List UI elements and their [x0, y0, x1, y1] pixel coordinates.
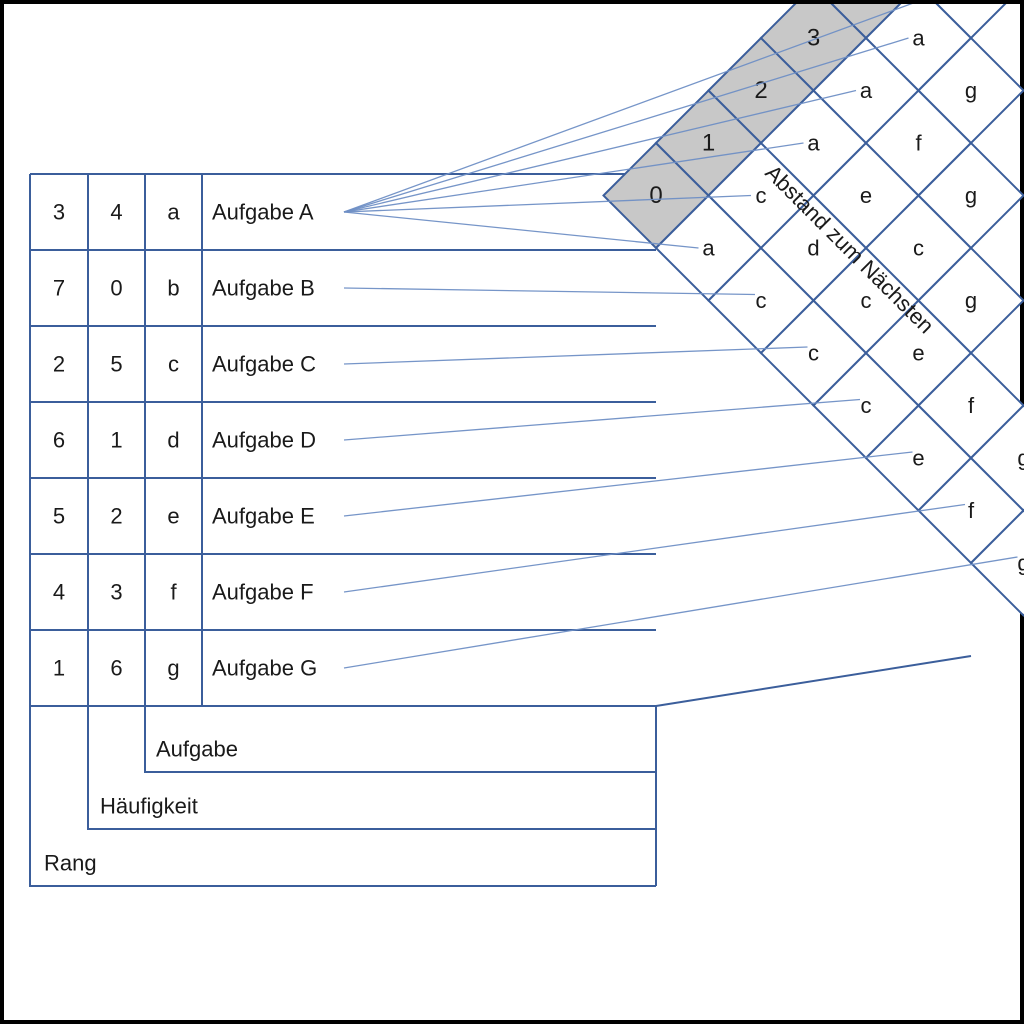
distance-grid-letter: c — [913, 236, 924, 261]
distance-grid-letter: d — [807, 236, 819, 261]
connector-line — [344, 452, 913, 516]
table-chamfer — [656, 656, 971, 706]
footer-label-haeufigkeit: Häufigkeit — [100, 794, 198, 819]
distance-grid-letter: c — [756, 183, 767, 208]
distance-grid-letter: f — [968, 393, 975, 418]
haeufigkeit-cell: 1 — [110, 428, 122, 453]
haeufigkeit-cell: 5 — [110, 352, 122, 377]
distance-grid-letter: g — [1017, 551, 1024, 576]
connector-line — [344, 400, 860, 441]
task-label: Aufgabe D — [212, 428, 316, 453]
task-label: Aufgabe F — [212, 580, 314, 605]
distance-grid-letter: g — [1017, 446, 1024, 471]
connector-line — [344, 347, 808, 364]
letter-cell: f — [170, 580, 177, 605]
task-label: Aufgabe E — [212, 504, 315, 529]
rang-cell: 4 — [53, 580, 65, 605]
haeufigkeit-cell: 6 — [110, 656, 122, 681]
letter-cell: a — [167, 200, 180, 225]
rang-cell: 6 — [53, 428, 65, 453]
table-outline — [30, 174, 709, 706]
rang-cell: 2 — [53, 352, 65, 377]
distance-grid-letter: e — [860, 183, 872, 208]
distance-grid-letter: a — [860, 78, 873, 103]
connector-line — [344, 288, 755, 295]
distance-grid-letter: c — [756, 288, 767, 313]
distance-grid-letter: a — [807, 131, 820, 156]
haeufigkeit-cell: 3 — [110, 580, 122, 605]
rang-cell: 1 — [53, 656, 65, 681]
distance-grid-letter: g — [965, 183, 977, 208]
distance-grid-letter: c — [861, 393, 872, 418]
distance-grid-letter: f — [968, 498, 975, 523]
distance-grid-letter: e — [912, 341, 924, 366]
distance-header-label: 2 — [754, 77, 767, 104]
letter-cell: e — [167, 504, 179, 529]
letter-cell: d — [167, 428, 179, 453]
task-label: Aufgabe A — [212, 200, 314, 225]
task-label: Aufgabe C — [212, 352, 316, 377]
distance-grid-letter: a — [912, 26, 925, 51]
haeufigkeit-cell: 4 — [110, 200, 122, 225]
distance-grid-letter: c — [861, 288, 872, 313]
distance-grid-letter: g — [965, 288, 977, 313]
task-label: Aufgabe B — [212, 276, 315, 301]
connector-line — [344, 505, 965, 593]
distance-grid: 012345acccefgcdcefgaecgafgagg — [604, 4, 1024, 616]
rang-cell: 3 — [53, 200, 65, 225]
haeufigkeit-cell: 0 — [110, 276, 122, 301]
distance-grid-letter: g — [965, 78, 977, 103]
distance-grid-letter: c — [808, 341, 819, 366]
footer-label-aufgabe: Aufgabe — [156, 737, 238, 762]
rang-cell: 7 — [53, 276, 65, 301]
distance-header-label: 0 — [649, 182, 662, 209]
rang-cell: 5 — [53, 504, 65, 529]
connector-line — [344, 557, 1018, 668]
letter-cell: b — [167, 276, 179, 301]
haeufigkeit-cell: 2 — [110, 504, 122, 529]
footer-label-rang: Rang — [44, 851, 97, 876]
letter-cell: g — [167, 656, 179, 681]
distance-header-label: 1 — [702, 130, 715, 157]
distance-grid-letter: f — [915, 131, 922, 156]
distance-grid-letter: a — [702, 236, 715, 261]
distance-grid-letter: e — [912, 446, 924, 471]
task-label: Aufgabe G — [212, 656, 317, 681]
letter-cell: c — [168, 352, 179, 377]
